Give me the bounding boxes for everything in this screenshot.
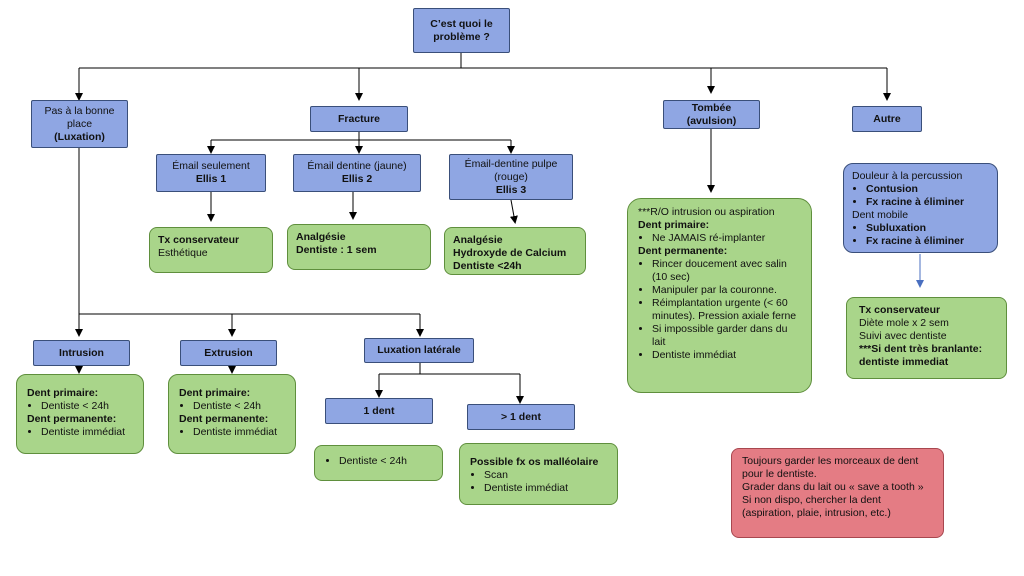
autre-list2: Subluxation Fx racine à éliminer bbox=[852, 222, 964, 248]
root-question-node: C’est quoi le problème ? bbox=[413, 8, 510, 53]
tx-ellis3-line2: Hydroxyde de Calcium bbox=[453, 247, 567, 259]
tx-ellis2-line2: Dentiste : 1 sem bbox=[296, 244, 377, 256]
intrusion-node: Intrusion bbox=[33, 340, 130, 366]
tx-ellis3: Analgésie Hydroxyde de Calcium Dentiste … bbox=[444, 227, 586, 275]
ellis3-line3: Ellis 3 bbox=[495, 183, 527, 196]
tx-ellis3-line3: Dentiste <24h bbox=[453, 260, 522, 272]
tx-ellis3-line1: Analgésie bbox=[453, 234, 503, 246]
extrusion-label: Extrusion bbox=[204, 346, 253, 359]
extrusion-primary-list: Dentiste < 24h bbox=[179, 400, 285, 413]
many-teeth-title: Possible fx os malléolaire bbox=[470, 456, 599, 468]
autre-list1: Contusion Fx racine à éliminer bbox=[852, 183, 964, 209]
note-line3: Si non dispo, chercher la dent (aspirati… bbox=[742, 494, 891, 519]
extrusion-details: Dent primaire: Dentiste < 24h Dent perma… bbox=[168, 374, 296, 454]
avulsion-permanent-title: Dent permanente: bbox=[638, 245, 728, 257]
ellis3-node: Émail-dentine pulpe (rouge) Ellis 3 bbox=[449, 154, 573, 200]
autre-tx-line1: Tx conservateur bbox=[859, 304, 941, 316]
tx-ellis2: Analgésie Dentiste : 1 sem bbox=[287, 224, 431, 270]
many-teeth-list: Scan Dentiste immédiat bbox=[470, 469, 607, 495]
list-item: Subluxation bbox=[866, 222, 964, 235]
luxation-line3: (Luxation) bbox=[54, 130, 105, 143]
autre-tx: Tx conservateur Diète mole x 2 sem Suivi… bbox=[846, 297, 1007, 379]
list-item: Manipuler par la couronne. bbox=[652, 284, 801, 297]
luxation-node: Pas à la bonne place (Luxation) bbox=[31, 100, 128, 148]
list-item: Dentiste immédiat bbox=[484, 482, 607, 495]
ellis3-line1: Émail-dentine pulpe bbox=[464, 157, 558, 170]
luxation-line1: Pas à la bonne bbox=[44, 104, 115, 117]
list-item: Rincer doucement avec salin (10 sec) bbox=[652, 258, 801, 284]
autre-details-line2: Dent mobile bbox=[852, 209, 909, 221]
autre-tx-line4: ***Si dent très branlante: dentiste imme… bbox=[859, 343, 983, 368]
avulsion-node: Tombée (avulsion) bbox=[663, 100, 760, 129]
autre-label: Autre bbox=[873, 112, 901, 125]
list-item: Si impossible garder dans du lait bbox=[652, 323, 801, 349]
avulsion-primary-title: Dent primaire: bbox=[638, 219, 710, 231]
luxation-laterale-label: Luxation latérale bbox=[377, 344, 461, 356]
one-tooth-node: 1 dent bbox=[325, 398, 433, 424]
fracture-node: Fracture bbox=[310, 106, 408, 132]
one-tooth-details: Dentiste < 24h bbox=[314, 445, 443, 481]
one-tooth-list: Dentiste < 24h bbox=[325, 455, 432, 468]
avulsion-intro: ***R/O intrusion ou aspiration bbox=[638, 206, 775, 218]
list-item: Réimplantation urgente (< 60 minutes). P… bbox=[652, 297, 801, 323]
list-item: Fx racine à éliminer bbox=[866, 235, 964, 248]
root-question-line1: C’est quoi le bbox=[430, 17, 493, 30]
list-item: Dentiste < 24h bbox=[339, 455, 432, 468]
list-item: Dentiste immédiat bbox=[41, 426, 133, 439]
extrusion-permanent-title: Dent permanente: bbox=[179, 413, 269, 425]
many-teeth-details: Possible fx os malléolaire Scan Dentiste… bbox=[459, 443, 618, 505]
avulsion-permanent-list: Rincer doucement avec salin (10 sec) Man… bbox=[638, 258, 801, 362]
extrusion-permanent-list: Dentiste immédiat bbox=[179, 426, 285, 439]
intrusion-permanent-list: Dentiste immédiat bbox=[27, 426, 133, 439]
autre-details-line1: Douleur à la percussion bbox=[852, 170, 963, 182]
many-teeth-label: > 1 dent bbox=[501, 410, 541, 423]
tx-ellis1-line2: Esthétique bbox=[158, 247, 208, 259]
tx-ellis2-line1: Analgésie bbox=[296, 231, 346, 243]
luxation-laterale-node: Luxation latérale bbox=[364, 338, 474, 363]
list-item: Dentiste immédiat bbox=[652, 349, 801, 362]
avulsion-details: ***R/O intrusion ou aspiration Dent prim… bbox=[627, 198, 812, 393]
ellis2-line2: Ellis 2 bbox=[341, 173, 373, 185]
tooth-preservation-note: Toujours garder les morceaux de dent pou… bbox=[731, 448, 944, 538]
list-item: Contusion bbox=[866, 183, 964, 196]
ellis1-line2: Ellis 1 bbox=[195, 173, 227, 185]
note-line1: Toujours garder les morceaux de dent pou… bbox=[742, 455, 919, 480]
note-line2: Grader dans du lait ou « save a tooth » bbox=[742, 481, 924, 493]
intrusion-details: Dent primaire: Dentiste < 24h Dent perma… bbox=[16, 374, 144, 454]
fracture-label: Fracture bbox=[337, 112, 380, 125]
tx-ellis1: Tx conservateur Esthétique bbox=[149, 227, 273, 273]
ellis1-node: Émail seulement Ellis 1 bbox=[156, 154, 266, 192]
avulsion-line1: Tombée bbox=[691, 101, 732, 114]
one-tooth-label: 1 dent bbox=[363, 404, 395, 417]
list-item: Dentiste immédiat bbox=[193, 426, 285, 439]
list-item: Scan bbox=[484, 469, 607, 482]
autre-details: Douleur à la percussion Contusion Fx rac… bbox=[843, 163, 998, 253]
autre-node: Autre bbox=[852, 106, 922, 132]
extrusion-primary-title: Dent primaire: bbox=[179, 387, 251, 399]
autre-tx-line3: Suivi avec dentiste bbox=[859, 330, 947, 342]
list-item: Dentiste < 24h bbox=[193, 400, 285, 413]
list-item: Fx racine à éliminer bbox=[866, 196, 964, 209]
autre-tx-line2: Diète mole x 2 sem bbox=[859, 317, 949, 329]
list-item: Ne JAMAIS ré-implanter bbox=[652, 232, 801, 245]
ellis1-line1: Émail seulement bbox=[172, 160, 250, 172]
tx-ellis1-line1: Tx conservateur bbox=[158, 234, 240, 246]
root-question-line2: problème ? bbox=[433, 30, 490, 43]
luxation-line2: place bbox=[66, 117, 93, 130]
many-teeth-node: > 1 dent bbox=[467, 404, 575, 430]
intrusion-primary-list: Dentiste < 24h bbox=[27, 400, 133, 413]
list-item: Dentiste < 24h bbox=[41, 400, 133, 413]
intrusion-label: Intrusion bbox=[59, 346, 104, 359]
avulsion-line2: (avulsion) bbox=[686, 114, 737, 127]
avulsion-primary-list: Ne JAMAIS ré-implanter bbox=[638, 232, 801, 245]
intrusion-permanent-title: Dent permanente: bbox=[27, 413, 117, 425]
ellis2-line1: Émail dentine (jaune) bbox=[307, 160, 407, 172]
ellis3-line2: (rouge) bbox=[494, 170, 528, 183]
intrusion-primary-title: Dent primaire: bbox=[27, 387, 99, 399]
ellis2-node: Émail dentine (jaune) Ellis 2 bbox=[293, 154, 421, 192]
extrusion-node: Extrusion bbox=[180, 340, 277, 366]
